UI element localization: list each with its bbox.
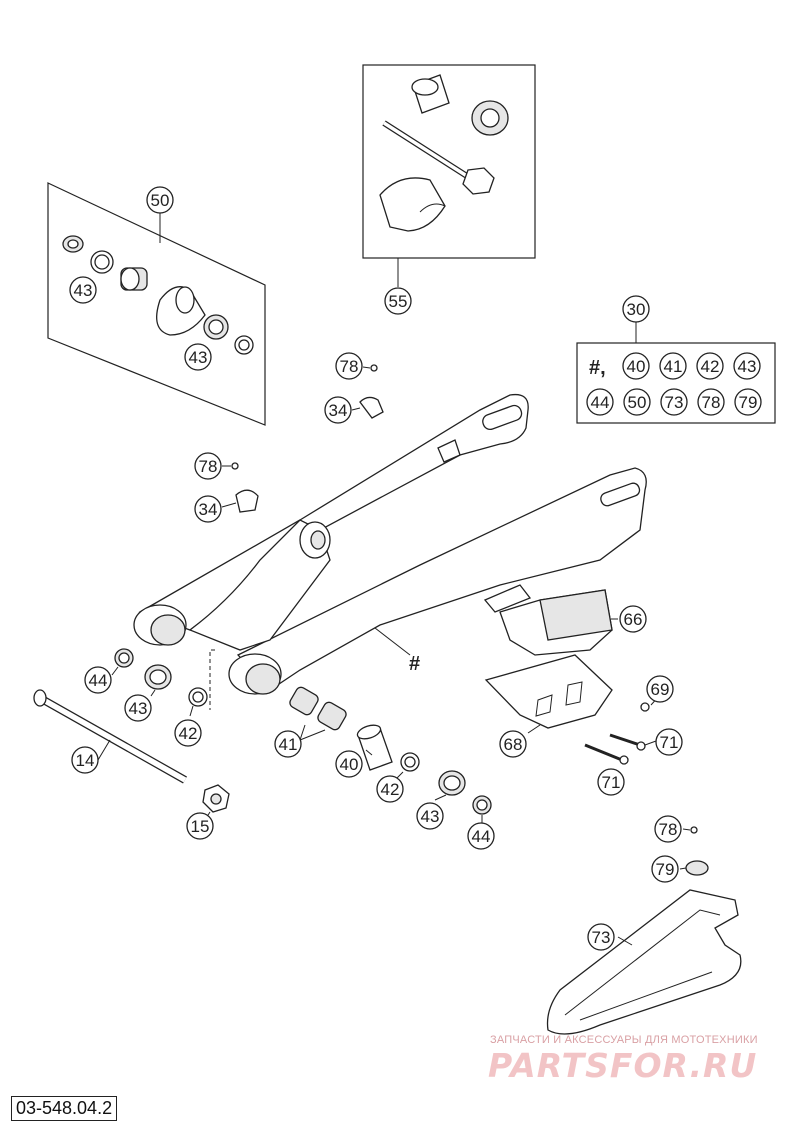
svg-text:42: 42	[701, 357, 720, 376]
kit-callout-78: 78	[697, 388, 725, 416]
svg-text:43: 43	[189, 348, 208, 367]
kit-callout-50: 50	[623, 388, 651, 416]
callout-44-rear: 44	[467, 822, 495, 850]
clamp-lower	[231, 462, 259, 513]
kit-box-row-1: 40 41 42 43	[622, 352, 761, 380]
svg-text:43: 43	[129, 699, 148, 718]
svg-text:50: 50	[628, 393, 647, 412]
svg-text:78: 78	[340, 357, 359, 376]
callout-78-upper: 78	[335, 352, 363, 380]
callout-78-slider: 78	[654, 815, 682, 843]
callout-78-lower: 78	[194, 452, 222, 480]
svg-text:79: 79	[656, 860, 675, 879]
callout-30: 30	[622, 295, 650, 323]
svg-text:43: 43	[74, 281, 93, 300]
svg-text:44: 44	[89, 671, 108, 690]
guide-screws	[584, 702, 650, 765]
callout-43-front: 43	[124, 694, 152, 722]
chain-slider	[546, 826, 742, 1035]
callout-43-inset-b: 43	[184, 343, 212, 371]
svg-text:66: 66	[624, 610, 643, 629]
svg-text:43: 43	[738, 357, 757, 376]
svg-text:73: 73	[665, 393, 684, 412]
kit-callout-73: 73	[660, 388, 688, 416]
svg-text:69: 69	[651, 680, 670, 699]
kit-callout-79: 79	[734, 388, 762, 416]
svg-text:43: 43	[421, 807, 440, 826]
svg-text:15: 15	[191, 817, 210, 836]
callout-44-front: 44	[84, 666, 112, 694]
callout-34-lower: 34	[194, 495, 222, 523]
inset-panel-bearings	[47, 182, 266, 426]
callout-71-b: 71	[597, 768, 625, 796]
svg-text:50: 50	[151, 191, 170, 210]
svg-text:41: 41	[664, 357, 683, 376]
callout-50: 50	[146, 186, 174, 214]
callout-14: 14	[71, 746, 99, 774]
swingarm	[133, 393, 647, 695]
callout-42-rear: 42	[376, 775, 404, 803]
svg-text:40: 40	[627, 357, 646, 376]
clamp-upper	[359, 364, 384, 419]
callout-55: 55	[384, 287, 412, 315]
svg-text:42: 42	[179, 724, 198, 743]
svg-text:34: 34	[199, 500, 218, 519]
svg-text:42: 42	[381, 780, 400, 799]
callout-66: 66	[619, 605, 647, 633]
callout-40: 40	[335, 750, 363, 778]
kit-box-row-2: 44 50 73 78 79	[586, 388, 762, 416]
callout-34-upper: 34	[324, 396, 352, 424]
bearing-stack-front	[114, 648, 208, 707]
svg-text:78: 78	[199, 457, 218, 476]
svg-text:73: 73	[592, 928, 611, 947]
callout-15: 15	[186, 812, 214, 840]
callout-73: 73	[587, 923, 615, 951]
svg-text:44: 44	[591, 393, 610, 412]
svg-text:44: 44	[472, 827, 491, 846]
kit-callout-43: 43	[733, 352, 761, 380]
svg-text:71: 71	[660, 733, 679, 752]
svg-text:71: 71	[602, 773, 621, 792]
diagram-code: 03-548.04.2	[11, 1096, 118, 1121]
inset-bearing-parts	[62, 235, 254, 355]
callout-41: 41	[274, 730, 302, 758]
callout-79: 79	[651, 855, 679, 883]
svg-text:78: 78	[659, 820, 678, 839]
callouts: 50 43 43 55 30 78 34 78 34 66 69 68 71 7…	[69, 186, 683, 951]
kit-callout-44: 44	[586, 388, 614, 416]
callout-69: 69	[646, 675, 674, 703]
svg-text:78: 78	[702, 393, 721, 412]
kit-callout-41: 41	[659, 352, 687, 380]
swingarm-hash-mark: #	[409, 653, 420, 675]
callout-42-front: 42	[174, 719, 202, 747]
callout-43-rear: 43	[416, 802, 444, 830]
svg-text:30: 30	[627, 300, 646, 319]
kit-box-prefix: #,	[589, 357, 606, 379]
watermark-logo: PARTSFOR.RU	[488, 1046, 758, 1085]
svg-text:68: 68	[504, 735, 523, 754]
svg-text:79: 79	[739, 393, 758, 412]
bearing-stack-rear	[289, 686, 492, 815]
callout-71-a: 71	[655, 728, 683, 756]
pivot-axle	[33, 689, 230, 813]
callout-43-inset-a: 43	[69, 276, 97, 304]
kit-callout-42: 42	[696, 352, 724, 380]
inset-pivot-parts	[379, 74, 509, 232]
svg-text:14: 14	[76, 751, 95, 770]
watermark-tagline: ЗАПЧАСТИ И АКСЕССУАРЫ ДЛЯ МОТОТЕХНИКИ	[490, 1034, 758, 1046]
svg-text:41: 41	[279, 735, 298, 754]
callout-68: 68	[499, 730, 527, 758]
svg-text:55: 55	[389, 292, 408, 311]
chain-guide	[484, 589, 613, 729]
svg-text:34: 34	[329, 401, 348, 420]
kit-callout-40: 40	[622, 352, 650, 380]
svg-text:40: 40	[340, 755, 359, 774]
